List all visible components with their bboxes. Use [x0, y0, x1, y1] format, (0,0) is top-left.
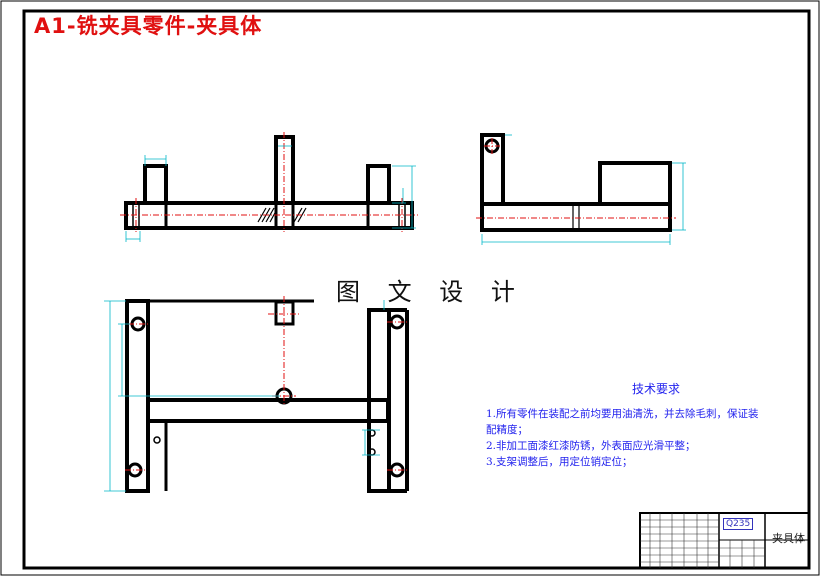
title-block-material: Q235 [723, 518, 754, 530]
side-view-block [598, 161, 672, 206]
front-view-dimensions [125, 145, 416, 242]
side-view-upright [480, 133, 505, 206]
technical-requirements-heading: 技术要求 [631, 382, 680, 396]
technical-requirement-item: 1.所有零件在装配之前均要用油清洗，并去除毛刺，保证装 [486, 408, 759, 420]
side-view-base [480, 202, 672, 232]
front-view-centerlines [120, 132, 418, 232]
plan-view-dimensions [104, 300, 385, 492]
technical-requirement-item: 配精度； [486, 424, 528, 436]
side-view-dimensions [481, 134, 686, 245]
side-view-centerlines [476, 138, 676, 219]
plan-view-right-leg [367, 308, 391, 493]
title-block [639, 512, 810, 569]
technical-requirement-item: 2.非加工面漆红漆防锈，外表面应光滑平整； [486, 440, 696, 452]
front-view [124, 135, 414, 230]
drawing-title: A1-铣夹具零件-夹具体 [34, 14, 263, 38]
sheet-inner-border [22, 9, 811, 570]
title-block-part-name: 夹具体 [772, 532, 805, 545]
watermark: 图 文 设 计 [336, 278, 525, 306]
side-view [480, 133, 672, 232]
front-view-right-lug [366, 164, 391, 205]
technical-requirement-item: 3.支架调整后，用定位销定位； [486, 456, 633, 468]
front-view-left-lug [143, 164, 168, 205]
technical-requirements: 技术要求 1.所有零件在装配之前均要用油清洗，并去除毛刺，保证装 配精度； 2.… [486, 380, 806, 470]
plan-view-crossbar [146, 398, 390, 423]
